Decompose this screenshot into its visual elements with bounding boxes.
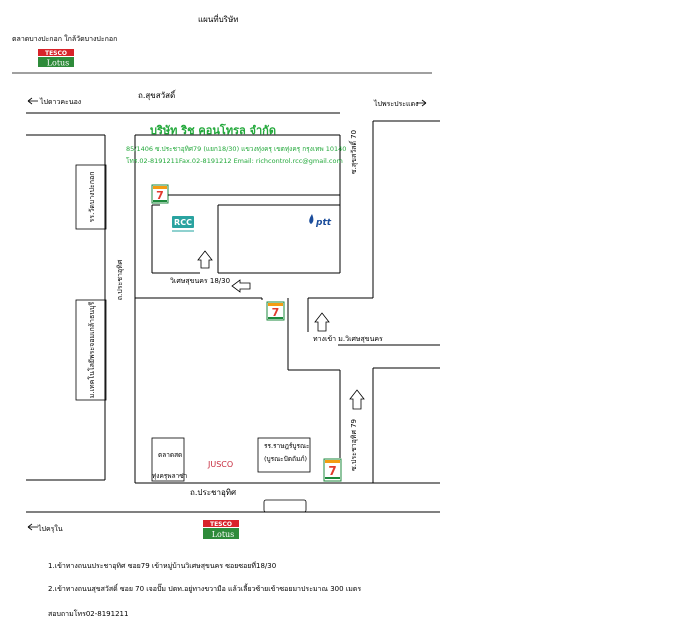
svg-text:ไปดาวคะนอง: ไปดาวคะนอง bbox=[39, 97, 81, 106]
svg-text:7: 7 bbox=[156, 189, 164, 202]
pracha-uthit-bottom-label: ถ.ประชาอุทิศ bbox=[190, 488, 236, 497]
to-phra-pradaeng: ไปพระประแดง bbox=[373, 99, 427, 108]
svg-text:ไปครุใน: ไปครุใน bbox=[37, 524, 63, 533]
tesco-text: TESCO bbox=[45, 50, 67, 57]
school-label: รร.วัดบางปะกอก bbox=[88, 172, 96, 223]
pracha-uthit-road-label: ถ.ประชาอุทิศ bbox=[116, 259, 124, 300]
svg-text:ptt: ptt bbox=[315, 218, 332, 228]
arrow-up-2 bbox=[314, 312, 330, 332]
company-contact: โทร.02-8191211Fax.02-8191212 Email: rich… bbox=[126, 157, 343, 165]
school2-box bbox=[257, 437, 311, 473]
to-khru-nai: ไปครุใน bbox=[27, 523, 63, 533]
arrow-up-3 bbox=[349, 389, 365, 410]
svg-text:ไปพระประแดง: ไปพระประแดง bbox=[373, 99, 419, 108]
market-name: ตลาดสด bbox=[158, 451, 182, 459]
svg-text:7: 7 bbox=[272, 306, 280, 319]
direction-3: สอบถามโทร02-8191211 bbox=[48, 609, 128, 618]
market-sub: ทุ่งครุพลาซ่า bbox=[152, 472, 188, 480]
seven-eleven-icon-1: 7 bbox=[151, 184, 169, 204]
direction-1: 1.เข้าทางถนนประชาอุทิศ ซอย79 เข้าหมู่บ้า… bbox=[48, 561, 276, 570]
tesco-lotus-logo-top: TESCO Lotus bbox=[38, 49, 74, 68]
market-box bbox=[151, 437, 185, 482]
footbridge bbox=[263, 499, 307, 513]
school2-sub: (บูรณะปัตถัมภ์) bbox=[264, 455, 307, 463]
tesco-lotus-logo-bottom: TESCO Lotus bbox=[203, 520, 239, 539]
arrow-left-1 bbox=[231, 279, 251, 293]
seven-eleven-icon-2: 7 bbox=[266, 301, 285, 321]
company-name: บริษัท ริช คอนโทรล จำกัด bbox=[150, 123, 276, 137]
arrow-up-1 bbox=[197, 250, 213, 269]
direction-2: 2.เข้าทางถนนสุขสวัสดิ์ ซอย 70 เจอปั๊ม ปต… bbox=[48, 582, 361, 593]
school2-name: รร.ราษฎร์บูรณะ bbox=[264, 442, 309, 450]
svg-text:TESCO: TESCO bbox=[210, 521, 232, 528]
seven-eleven-icon-3: 7 bbox=[323, 458, 342, 482]
soi-18-30-label: วิเศษสุขนคร 18/30 bbox=[170, 277, 230, 285]
company-address: 85/1406 ซ.ประชาอุทิศ79 (แยก18/30) แขวงทุ… bbox=[126, 145, 346, 153]
soi-79-label: ซ.ประชาอุทิศ 79 bbox=[350, 419, 358, 471]
university-box bbox=[75, 299, 107, 401]
svg-text:RCC: RCC bbox=[174, 218, 192, 227]
soi-70-label: ซ.สุขสวัสดิ์ 70 bbox=[348, 130, 358, 174]
rcc-logo: RCC bbox=[170, 214, 196, 236]
svg-text:7: 7 bbox=[328, 464, 336, 478]
suksawat-road-label: ถ.สุขสวัสดิ์ bbox=[138, 89, 177, 100]
top-note: ตลาดบางปะกอก ใกล้วัดบางปะกอก bbox=[12, 34, 117, 43]
lotus-text: Lotus bbox=[47, 59, 70, 68]
university-label: ม.เทคโนโลยีพระจอมเกล้าธนบุรี bbox=[87, 302, 96, 399]
school-box bbox=[75, 164, 107, 230]
ptt-logo: ptt bbox=[309, 214, 332, 228]
svg-text:Lotus: Lotus bbox=[212, 530, 235, 539]
jusco-logo: JUSCO bbox=[207, 460, 233, 469]
to-dao-khanong: ไปดาวคะนอง bbox=[27, 97, 81, 106]
map-title: แผนที่บริษัท bbox=[198, 13, 239, 24]
village-entrance-label: ทางเข้า ม.วิเศษสุขนคร bbox=[313, 335, 383, 343]
